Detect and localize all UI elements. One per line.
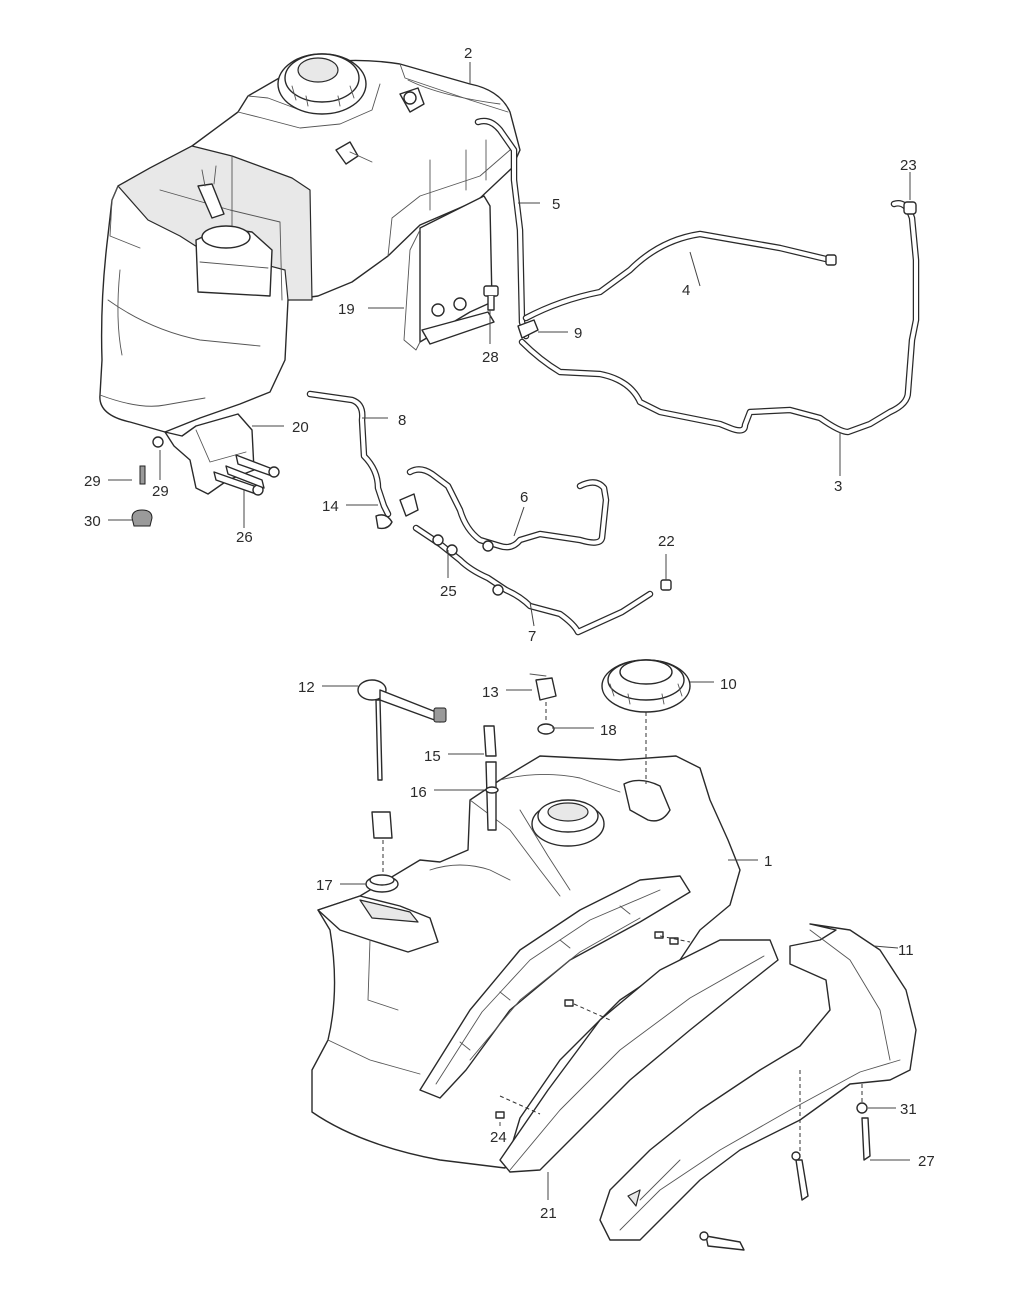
callout-11: 11 <box>898 942 914 959</box>
pickup-16 <box>485 761 499 831</box>
fitting-14 <box>375 514 393 530</box>
callout-18: 18 <box>600 722 617 739</box>
washer-31 <box>856 1102 868 1114</box>
callout-17: 17 <box>316 877 333 894</box>
callout-31: 31 <box>900 1101 917 1118</box>
callout-5: 5 <box>552 196 560 213</box>
lower-fuel-tank <box>311 755 741 1169</box>
callout-14: 14 <box>322 498 339 515</box>
callout-13: 13 <box>482 684 499 701</box>
clips-24 <box>495 931 679 1119</box>
callout-20: 20 <box>292 419 309 436</box>
fuel-sender-12 <box>357 679 447 880</box>
callout-7: 7 <box>528 628 536 645</box>
bolt-28 <box>483 285 499 311</box>
callout-21: 21 <box>540 1205 557 1222</box>
callout-26: 26 <box>236 529 253 546</box>
side-panel-11 <box>599 923 917 1241</box>
callout-1: 1 <box>764 853 772 870</box>
callout-3: 3 <box>834 478 842 495</box>
callout-30: 30 <box>84 513 101 530</box>
callout-28: 28 <box>482 349 499 366</box>
callout-16: 16 <box>410 784 427 801</box>
callout-6: 6 <box>520 489 528 506</box>
callout-9: 9 <box>574 325 582 342</box>
clamps-25 <box>432 534 504 596</box>
hose-end-23 <box>903 201 917 215</box>
callout-10: 10 <box>720 676 737 693</box>
callout-29-washer: 29 <box>152 483 169 500</box>
callout-15: 15 <box>424 748 441 765</box>
callout-27: 27 <box>918 1153 935 1170</box>
upper-fuel-tank <box>99 53 521 527</box>
callout-2: 2 <box>464 45 472 62</box>
callout-4: 4 <box>682 282 690 299</box>
callout-23: 23 <box>900 157 917 174</box>
callout-19: 19 <box>338 301 355 318</box>
grommet-17 <box>365 874 399 893</box>
callout-24: 24 <box>490 1129 507 1146</box>
washer-29 <box>152 436 164 448</box>
callout-22: 22 <box>658 533 675 550</box>
vent-hoses <box>474 117 920 436</box>
callout-25: 25 <box>440 583 457 600</box>
grommet-18 <box>537 723 555 735</box>
plug-22 <box>660 579 672 591</box>
fitting-13 <box>529 673 557 722</box>
fuel-cap-10 <box>601 659 691 784</box>
grommet-30 <box>131 509 153 527</box>
callout-labels: 1 2 3 4 5 6 7 8 9 10 11 12 13 14 15 16 1… <box>84 45 935 1222</box>
fuel-hoses <box>306 390 672 636</box>
t-fitting-9 <box>517 319 539 339</box>
callout-29-pin: 29 <box>84 473 101 490</box>
callout-8: 8 <box>398 412 406 429</box>
leader-lines <box>108 62 911 1200</box>
callout-12: 12 <box>298 679 315 696</box>
pin-29 <box>139 465 146 485</box>
bolts-26 <box>213 454 280 496</box>
fitting-15 <box>483 725 497 757</box>
side-panel-21 <box>499 939 779 1173</box>
screws-27 <box>699 1117 871 1251</box>
